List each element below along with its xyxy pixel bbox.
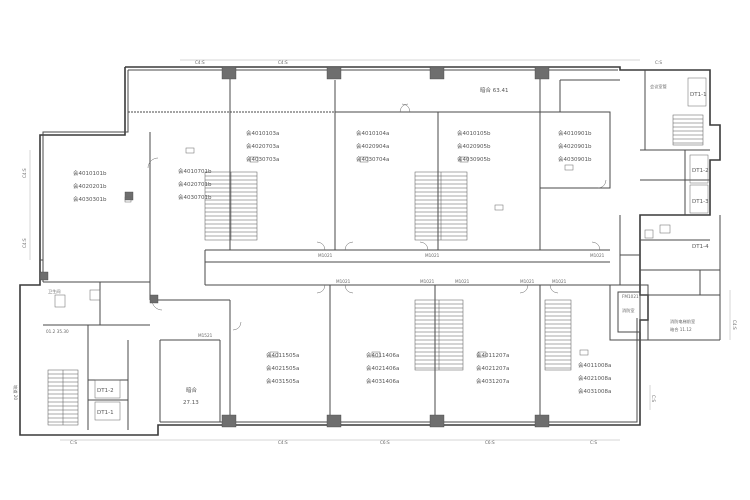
room-unit: 会4010103a xyxy=(246,129,279,137)
elevator-label: DT1-4 xyxy=(692,244,709,250)
grid-label: C4:S xyxy=(278,60,288,65)
grid-label: C4:S xyxy=(22,168,27,178)
room-unit: 会4020703a xyxy=(246,142,279,150)
elevator-label: DT1-2 xyxy=(97,388,114,394)
grid-label: C4:S xyxy=(195,60,205,65)
door-tags: M1021 M1021 M1021 M1021 M1021 M1021 M102… xyxy=(198,253,639,338)
room-r9: 会4011207a 会4021207a 会4031207a xyxy=(476,351,509,385)
grid-labels: C4:S C4:S C:S C4:S C4:S C:S C4:S C6:S C6… xyxy=(22,60,737,445)
door-tag: M1021 xyxy=(420,279,435,284)
grid-label: C4:S xyxy=(278,440,288,445)
room-r4: 会4010104a 会4020904a 会4030704a xyxy=(356,129,389,163)
columns xyxy=(39,66,550,428)
room-unit: 会4030905b xyxy=(457,155,491,163)
grid-label: C:S xyxy=(655,60,662,65)
room-labels: 暗合 63.41 会4010101b 会4020201b 会4030301b 会… xyxy=(12,83,695,406)
room-r5: 会4010105b 会4020905b 会4030905b xyxy=(457,129,491,163)
grid-label: C6:S xyxy=(485,440,495,445)
room-unit: 会4010101b xyxy=(73,169,107,177)
room-name: 暗合 xyxy=(186,386,198,394)
room-unit: 会4031008a xyxy=(578,387,611,395)
room-unit: 会4020701b xyxy=(178,180,212,188)
room-unit: 会4030704a xyxy=(356,155,389,163)
room-r8: 会4011406a 会4021406a 会4031406a xyxy=(366,351,399,385)
grid-label: C:S xyxy=(651,395,656,402)
room-r6: 会4010901b 会4020901b 会4030901b xyxy=(558,129,592,163)
room-unit: 会4011406a xyxy=(366,351,399,359)
room-unit: 会4031207a xyxy=(476,377,509,385)
elevator-label: DT1-3 xyxy=(692,199,709,205)
room-r2: 会4010701b 会4020701b 会4030701b xyxy=(178,167,212,201)
room-unit: 会4010701b xyxy=(178,167,212,175)
room-unit: 会4030901b xyxy=(558,155,592,163)
elevator-labels: DT1-1 DT1-2 DT1-3 DT1-4 DT1-2 DT1-1 xyxy=(97,92,709,416)
elevator-label: DT1-1 xyxy=(97,410,114,416)
room-unit: 会4031406a xyxy=(366,377,399,385)
room-unit: 会4020901b xyxy=(558,142,592,150)
room-name: 坡道 20 xyxy=(12,385,19,400)
room-unit: 会4020201b xyxy=(73,182,107,190)
dimension-lines xyxy=(29,59,731,441)
door-tag: M1021 xyxy=(425,253,440,258)
room-unit: 会4030701b xyxy=(178,193,212,201)
grid-label: C:S xyxy=(70,440,77,445)
stair-treads xyxy=(48,118,703,423)
stairs xyxy=(47,114,704,426)
elevator-label: DT1-2 xyxy=(692,168,709,174)
room-r3: 会4010103a 会4020703a 会4030703a xyxy=(246,129,279,163)
room-unit: 会4010104a xyxy=(356,129,389,137)
room-unit: 会4030301b xyxy=(73,195,107,203)
room-unit: 会4021505a xyxy=(266,364,299,372)
room-unit: 会4021008a xyxy=(578,374,611,382)
door-tag: M1521 xyxy=(198,333,213,338)
door-swings xyxy=(147,103,607,331)
grid-label: C4:S xyxy=(732,320,737,330)
room-name: 消防电梯前室 xyxy=(670,318,695,325)
room-unit: 会4010901b xyxy=(558,129,592,137)
room-r10: 会4011008a 会4021008a 会4031008a xyxy=(578,361,611,395)
door-tag: M1021 xyxy=(520,279,535,284)
grid-label: C4:S xyxy=(22,238,27,248)
door-tag: M1021 xyxy=(590,253,605,258)
room-unit: 会4011207a xyxy=(476,351,509,359)
room-unit: 会4030703a xyxy=(246,155,279,163)
interior-walls xyxy=(43,70,721,430)
room-name: 暗合 63.41 xyxy=(480,86,509,94)
elevator-shafts xyxy=(94,77,709,421)
room-name: 消防室 xyxy=(622,307,635,314)
room-unit: 会4011505a xyxy=(266,351,299,359)
room-r1: 会4010101b 会4020201b 会4030301b xyxy=(73,169,107,203)
door-tag: M1021 xyxy=(552,279,567,284)
fixtures xyxy=(54,147,671,358)
room-name: 会议室管 xyxy=(650,83,667,90)
room-name: 卫生间 xyxy=(48,288,61,295)
grid-label: C6:S xyxy=(380,440,390,445)
door-tag: FM1021 xyxy=(622,294,639,299)
room-r7: 会4011505a 会4021505a 会4031505a xyxy=(266,351,299,385)
room-unit: 会4021406a xyxy=(366,364,399,372)
room-unit: 会4011008a xyxy=(578,361,611,369)
door-tag: M1021 xyxy=(318,253,333,258)
room-unit: 会4010105b xyxy=(457,129,491,137)
room-name: 01.2 35.30 xyxy=(46,329,69,334)
room-unit: 会4020904a xyxy=(356,142,389,150)
door-tag: M1021 xyxy=(336,279,351,284)
room-area: 27.13 xyxy=(183,400,199,406)
door-tag: M1021 xyxy=(455,279,470,284)
room-unit: 会4020905b xyxy=(457,142,491,150)
room-unit: 会4031505a xyxy=(266,377,299,385)
grid-label: C:S xyxy=(590,440,597,445)
room-area: 暗合 11.12 xyxy=(670,326,692,333)
room-unit: 会4021207a xyxy=(476,364,509,372)
elevator-label: DT1-1 xyxy=(690,92,707,98)
